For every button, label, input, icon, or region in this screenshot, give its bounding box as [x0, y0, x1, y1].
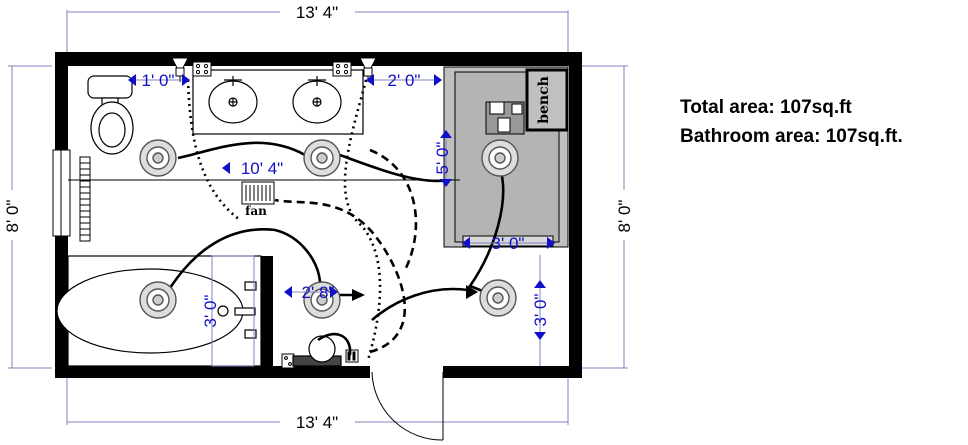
- ceiling-light-3: [481, 139, 519, 177]
- dimension-arrows: [128, 74, 555, 340]
- window: [52, 149, 71, 237]
- vanity: [192, 69, 364, 135]
- ceiling-light-1: [139, 139, 177, 177]
- wall-lights: [171, 57, 377, 82]
- dimension-guide-lines: [136, 79, 547, 332]
- bottom-width-dimension: 13' 4": [296, 413, 338, 432]
- ceiling-light-2: [303, 139, 341, 177]
- door-side-dimension: 3' 0": [531, 294, 550, 327]
- outlets: [192, 61, 359, 369]
- tub-dimension-box: [211, 255, 255, 367]
- vanity-left-gap-dimension: 1' 0": [142, 71, 175, 90]
- walls: [55, 52, 582, 378]
- shower-width-dimension: 3' 0": [492, 234, 525, 253]
- toilet: [87, 75, 134, 155]
- room-span-dimension: 10' 4": [241, 159, 283, 178]
- toilet-nook-dimension: 2' 8": [302, 283, 335, 302]
- radiator: [79, 156, 91, 242]
- vanity-right-gap-dimension: 2' 0": [388, 71, 421, 90]
- ceiling-light-6: [479, 279, 517, 317]
- bathroom-area-text: Bathroom area: 107sq.ft.: [680, 126, 903, 147]
- exhaust-fan: [241, 181, 275, 205]
- wiring-solid: [168, 141, 505, 356]
- bench-label: bench: [536, 76, 552, 124]
- nook-sink: [292, 335, 342, 367]
- wire-arrowheads: [352, 285, 478, 301]
- shower-bench: [525, 68, 569, 132]
- shower-depth-dimension: 5' 0": [433, 142, 452, 175]
- left-height-dimension: 8' 0": [3, 200, 22, 233]
- top-width-dimension: 13' 4": [296, 3, 338, 22]
- outer-dimension-lines: [8, 10, 628, 425]
- door: [371, 255, 541, 441]
- wiring-dashed: [274, 148, 418, 354]
- tub-width-dimension: 3' 0": [201, 295, 220, 328]
- fan-label: fan: [245, 204, 267, 218]
- ceiling-light-4: [139, 281, 177, 319]
- total-area-text: Total area: 107sq.ft: [680, 97, 852, 118]
- ceiling-lights: [139, 139, 519, 319]
- right-height-dimension: 8' 0": [615, 200, 634, 233]
